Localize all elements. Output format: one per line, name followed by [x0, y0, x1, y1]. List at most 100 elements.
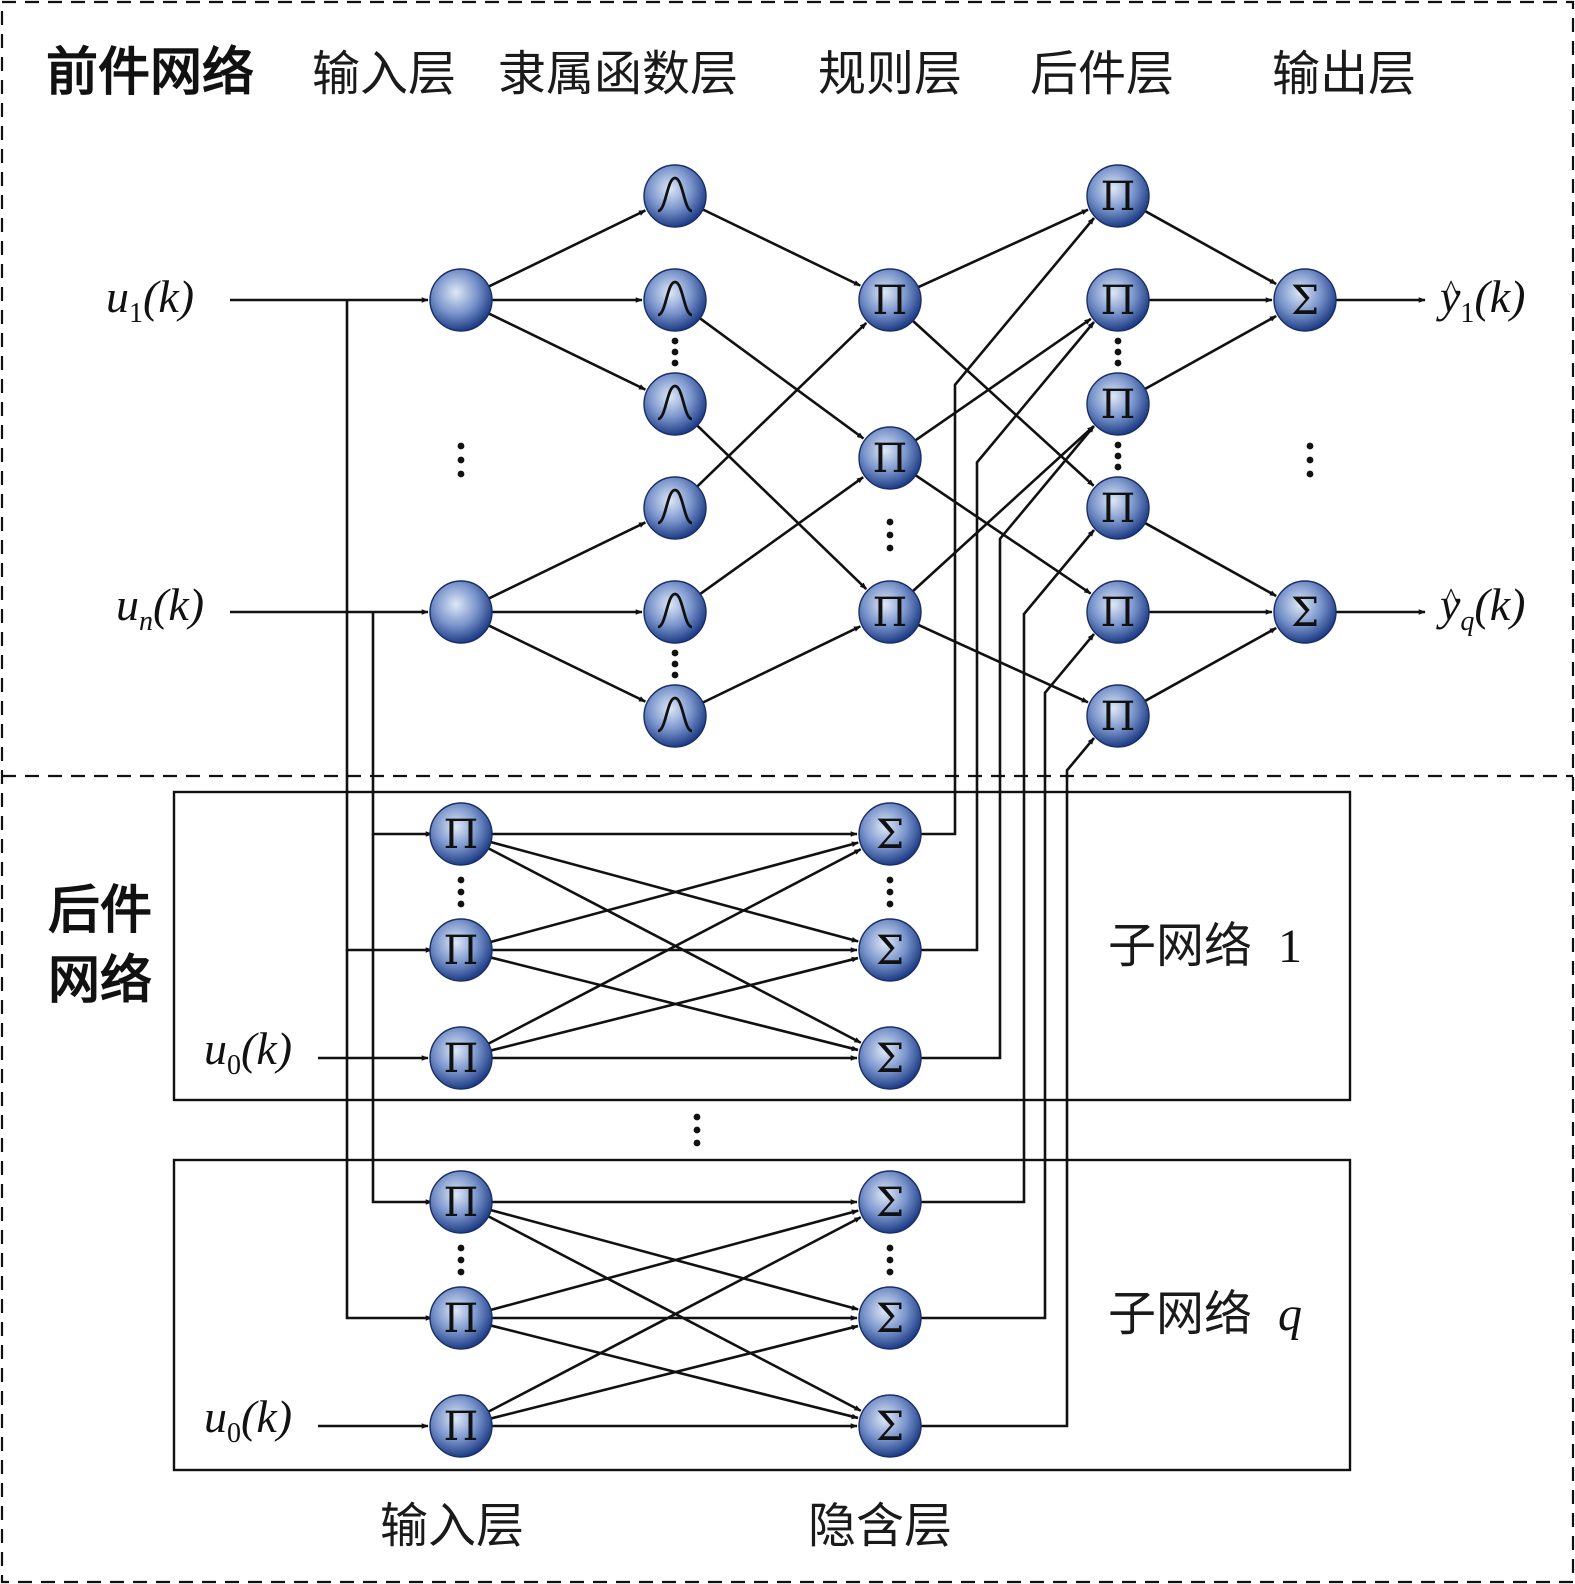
product-symbol: Π — [1101, 382, 1136, 428]
feed-un-to-sub1 — [371, 612, 433, 837]
route-hidden3-to-cons3 — [921, 425, 1095, 1060]
product-symbol: Π — [1101, 278, 1136, 324]
membership-node-4 — [643, 476, 707, 540]
wire-cons1-to-out1 — [1144, 209, 1277, 286]
wire-sub1-in3-to-h2 — [490, 956, 859, 1052]
wire-rule2-to-cons2 — [914, 317, 1092, 442]
wire-cons4-to-outq — [1144, 521, 1277, 598]
premise-input-layer-label: 输入层 — [312, 46, 456, 102]
sum-symbol: Σ — [876, 928, 904, 974]
wire-input1-to-mf3 — [488, 312, 646, 391]
sub1-input-node-3: Π — [429, 1026, 493, 1090]
dots-subq-input — [457, 1244, 465, 1276]
output-y1-hat: ^ — [1444, 274, 1458, 307]
product-symbol: Π — [444, 1296, 479, 1342]
product-symbol: Π — [444, 1036, 479, 1082]
hidden-layer-label: 隐含层 — [808, 1498, 952, 1554]
subnetwork-q-box — [172, 1158, 1352, 1472]
wire-mf6-to-rule3 — [702, 625, 861, 704]
consequent-node-4: Π — [1086, 476, 1150, 540]
wire-mf5-to-rule2 — [699, 476, 864, 596]
input-node-n — [429, 580, 493, 644]
wire-cons6-to-outq — [1144, 626, 1277, 703]
sub1-hidden-node-1: Σ — [858, 802, 922, 866]
rule-node-3: Π — [858, 580, 922, 644]
wire-mf2-to-rule2 — [699, 317, 865, 440]
input-u0-label-subnetq: u0(k) — [204, 1391, 292, 1449]
subq-input-node-3: Π — [429, 1394, 493, 1458]
gaussian-bump-icon — [657, 384, 693, 421]
subq-hidden-node-1: Σ — [858, 1170, 922, 1234]
dots-between-subnetworks — [693, 1113, 701, 1147]
consequent-node-1: Π — [1086, 164, 1150, 228]
sum-symbol: Σ — [876, 1296, 904, 1342]
wire-rule3-to-cons6 — [917, 623, 1089, 704]
gaussian-bump-icon — [657, 280, 693, 317]
premise-network-title: 前件网络 — [46, 43, 254, 103]
wire-inputn-to-mf6 — [488, 624, 646, 703]
wire-subq-in3-to-h2 — [490, 1324, 859, 1420]
route-hidden1-to-cons1 — [921, 217, 1095, 836]
dots-sub1-input — [457, 876, 465, 908]
dots-cons-group2 — [1114, 441, 1122, 471]
product-symbol: Π — [444, 1404, 479, 1450]
dots-input-layer — [457, 442, 465, 478]
connection-wires — [230, 208, 1426, 1429]
input-un-label: un(k) — [116, 579, 204, 637]
route-hidden4-to-cons4 — [921, 529, 1095, 1204]
membership-node-1 — [643, 164, 707, 228]
sum-symbol: Σ — [876, 812, 904, 858]
output-node-q: Σ — [1273, 580, 1337, 644]
dots-mf-group1 — [671, 337, 679, 367]
subq-input-node-2: Π — [429, 1286, 493, 1350]
consequent-node-5: Π — [1086, 580, 1150, 644]
sub1-input-node-1: Π — [429, 802, 493, 866]
dots-sub1-hidden — [886, 876, 894, 908]
route-hidden5-to-cons5 — [921, 633, 1095, 1320]
sum-symbol: Σ — [876, 1036, 904, 1082]
dots-mf-group2 — [671, 649, 679, 679]
subq-hidden-node-2: Σ — [858, 1286, 922, 1350]
consequent-network-title-line2: 网络 — [48, 951, 152, 1011]
subnetwork-1-label: 子网络 1 — [1108, 918, 1302, 974]
gaussian-bump-icon — [657, 176, 693, 213]
sub1-hidden-node-3: Σ — [858, 1026, 922, 1090]
wire-input1-to-mf1 — [488, 209, 646, 288]
feed-un-to-subq — [371, 834, 433, 1205]
output-yq-label: yq(k) — [1436, 579, 1525, 637]
consequent-network-title-line1: 后件 — [48, 881, 152, 941]
gaussian-bump-icon — [657, 696, 693, 733]
product-symbol: Π — [1101, 486, 1136, 532]
sum-symbol: Σ — [876, 1404, 904, 1450]
wire-sub1-in3-to-h1 — [487, 848, 862, 1045]
consequent-node-2: Π — [1086, 268, 1150, 332]
input-u0-label-subnet1: u0(k) — [204, 1023, 292, 1081]
product-symbol: Π — [444, 812, 479, 858]
input-u1-label: u1(k) — [106, 271, 194, 329]
product-symbol: Π — [1101, 174, 1136, 220]
sum-symbol: Σ — [1291, 278, 1319, 324]
route-hidden2-to-cons2 — [921, 321, 1095, 952]
output-node-1: Σ — [1273, 268, 1337, 332]
product-symbol: Π — [444, 1180, 479, 1226]
rule-layer-label: 规则层 — [818, 46, 962, 102]
gaussian-bump-icon — [657, 488, 693, 525]
wire-rule1-to-cons4 — [912, 319, 1095, 487]
dots-cons-group1 — [1114, 337, 1122, 367]
sum-symbol: Σ — [876, 1180, 904, 1226]
feed-u1-to-sub1 — [345, 300, 433, 953]
wire-mf4-to-rule1 — [696, 322, 868, 488]
subnetwork-1-box — [172, 790, 1352, 1102]
wire-mf3-to-rule3 — [696, 424, 868, 590]
subnetwork-q-label: 子网络 q — [1108, 1286, 1302, 1342]
product-symbol: Π — [873, 590, 908, 636]
subq-hidden-node-3: Σ — [858, 1394, 922, 1458]
product-symbol: Π — [444, 928, 479, 974]
gaussian-bump-icon — [657, 592, 693, 629]
wire-mf1-to-rule1 — [702, 208, 861, 287]
product-symbol: Π — [873, 436, 908, 482]
route-hidden6-to-cons6 — [921, 737, 1095, 1428]
wire-subq-in2-to-h1 — [490, 1209, 859, 1312]
dots-rule-layer — [886, 518, 894, 552]
